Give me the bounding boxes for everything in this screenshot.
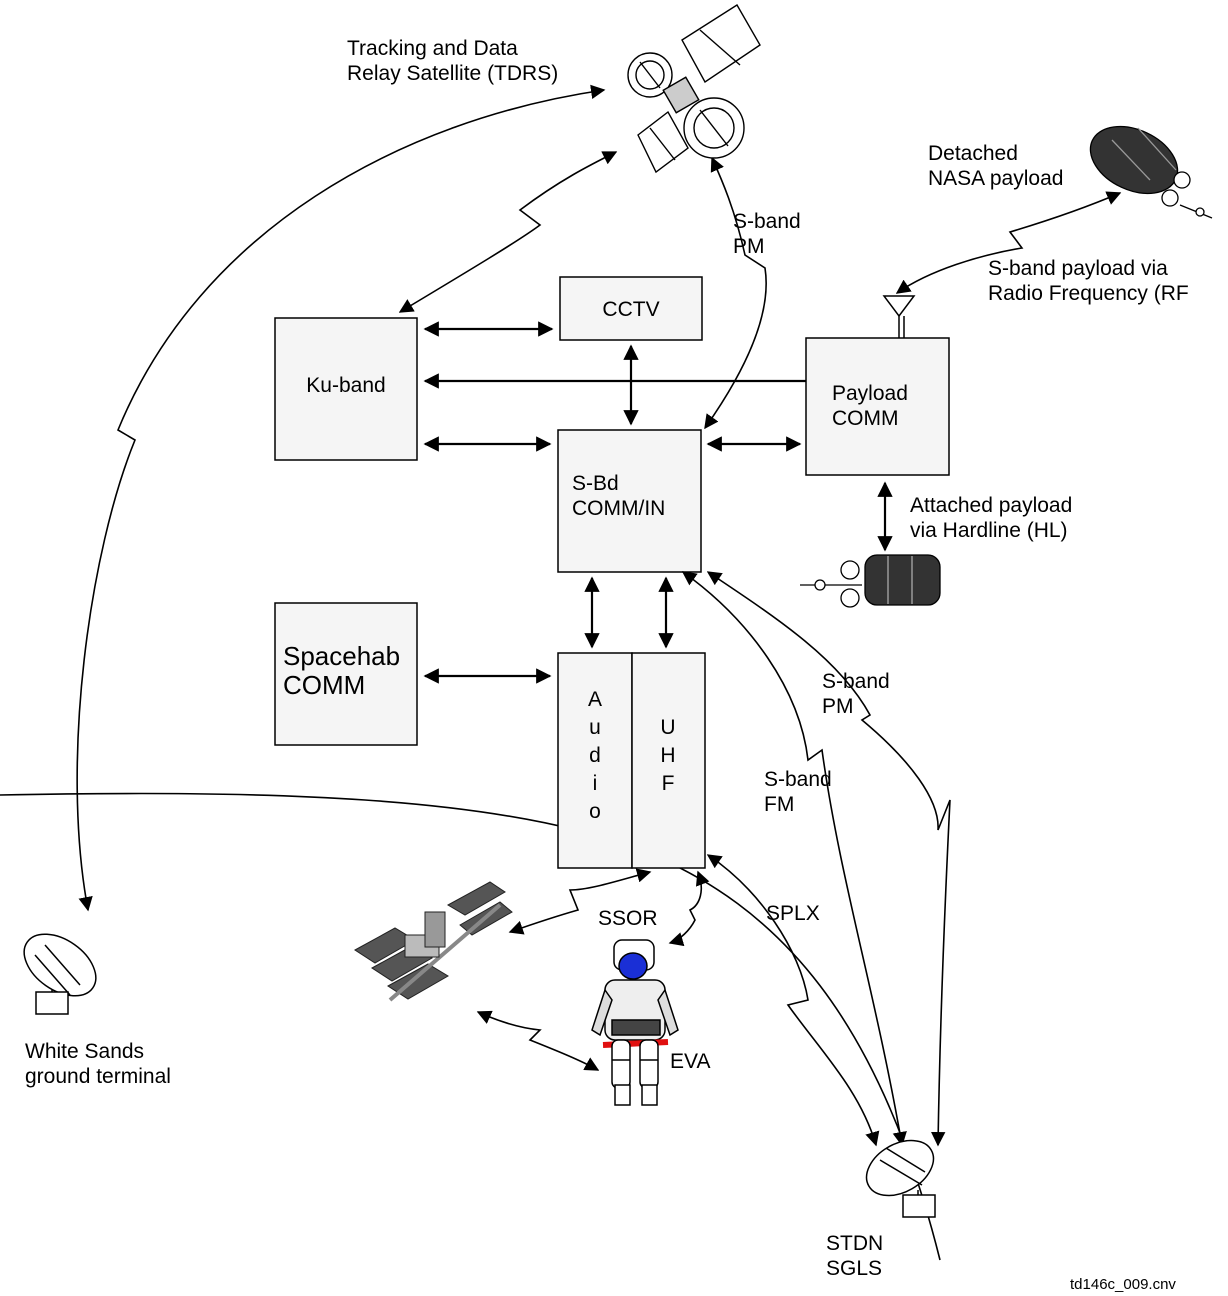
tdrs-satellite-icon <box>627 4 761 174</box>
white-sands-tdrs-link <box>76 84 606 912</box>
uhf-letter: F <box>662 772 675 795</box>
detached-payload-label-2: NASA payload <box>928 167 1063 190</box>
payload-comm-box <box>805 337 950 476</box>
audio-letter: A <box>588 688 602 711</box>
audio-letter: u <box>589 716 601 739</box>
tdrs-label-2: Relay Satellite (TDRS) <box>347 62 558 85</box>
sband-pm-low-label-1: S-band <box>822 670 890 693</box>
payload-antenna-icon <box>882 295 916 338</box>
sband-fm-label-2: FM <box>764 793 794 816</box>
uhf-letter: H <box>660 744 675 767</box>
station-eva-link <box>476 1010 600 1071</box>
earth-horizon <box>0 792 941 1261</box>
ground-antenna-icon <box>23 933 97 1015</box>
tdrs-label-1: Tracking and Data <box>347 37 518 60</box>
sband-fm-label-1: S-band <box>764 768 832 791</box>
audio-letter: d <box>589 744 601 767</box>
sband-fm-link <box>681 571 907 1147</box>
audio-letter: i <box>593 772 598 795</box>
ku-band-label: Ku-band <box>306 374 385 397</box>
ssor-eva-link <box>668 870 710 947</box>
sbd-comm-label-2: COMM/IN <box>572 497 665 520</box>
astronaut-eva-icon <box>591 939 679 1106</box>
splx-link <box>706 854 880 1147</box>
sband-pm-top-label-2: PM <box>733 235 765 258</box>
attached-payload-icon <box>800 554 941 608</box>
rf-label-1: S-band payload via <box>988 257 1168 280</box>
ku-tdrs-link <box>398 151 618 313</box>
payload-comm-label-2: COMM <box>832 407 899 430</box>
attached-payload-label-1: Attached payload <box>910 494 1072 517</box>
stdn-antenna-icon <box>865 1139 936 1218</box>
uhf-vertical-label: UHF <box>660 716 675 795</box>
space-station-icon <box>354 881 513 1002</box>
white-sands-label-2: ground terminal <box>25 1065 171 1088</box>
ssor-label: SSOR <box>598 907 658 930</box>
tdrs-sbd-pm-link <box>704 156 767 430</box>
spacehab-label-1: Spacehab <box>283 641 400 671</box>
attached-payload-label-2: via Hardline (HL) <box>910 519 1068 542</box>
ssor-station-link <box>508 868 652 935</box>
splx-label: SPLX <box>766 902 820 925</box>
sband-pm-link <box>706 571 951 1147</box>
cctv-label: CCTV <box>602 298 659 321</box>
sband-pm-top-label-1: S-band <box>733 210 801 233</box>
stdn-label-1: STDN <box>826 1232 883 1255</box>
detached-payload-rf-link <box>895 191 1122 294</box>
uhf-letter: U <box>660 716 675 739</box>
eva-label: EVA <box>670 1050 710 1073</box>
figure-id-label: td146c_009.cnv <box>1070 1276 1176 1293</box>
spacehab-label-2: COMM <box>283 670 365 700</box>
detached-payload-label-1: Detached <box>928 142 1018 165</box>
stdn-label-2: SGLS <box>826 1257 882 1280</box>
detached-payload-icon <box>1089 125 1213 219</box>
sband-pm-low-label-2: PM <box>822 695 854 718</box>
sbd-comm-label-1: S-Bd <box>572 472 619 495</box>
audio-letter: o <box>589 800 601 823</box>
rf-label-2: Radio Frequency (RF <box>988 282 1189 305</box>
payload-comm-label-1: Payload <box>832 382 908 405</box>
white-sands-label-1: White Sands <box>25 1040 144 1063</box>
